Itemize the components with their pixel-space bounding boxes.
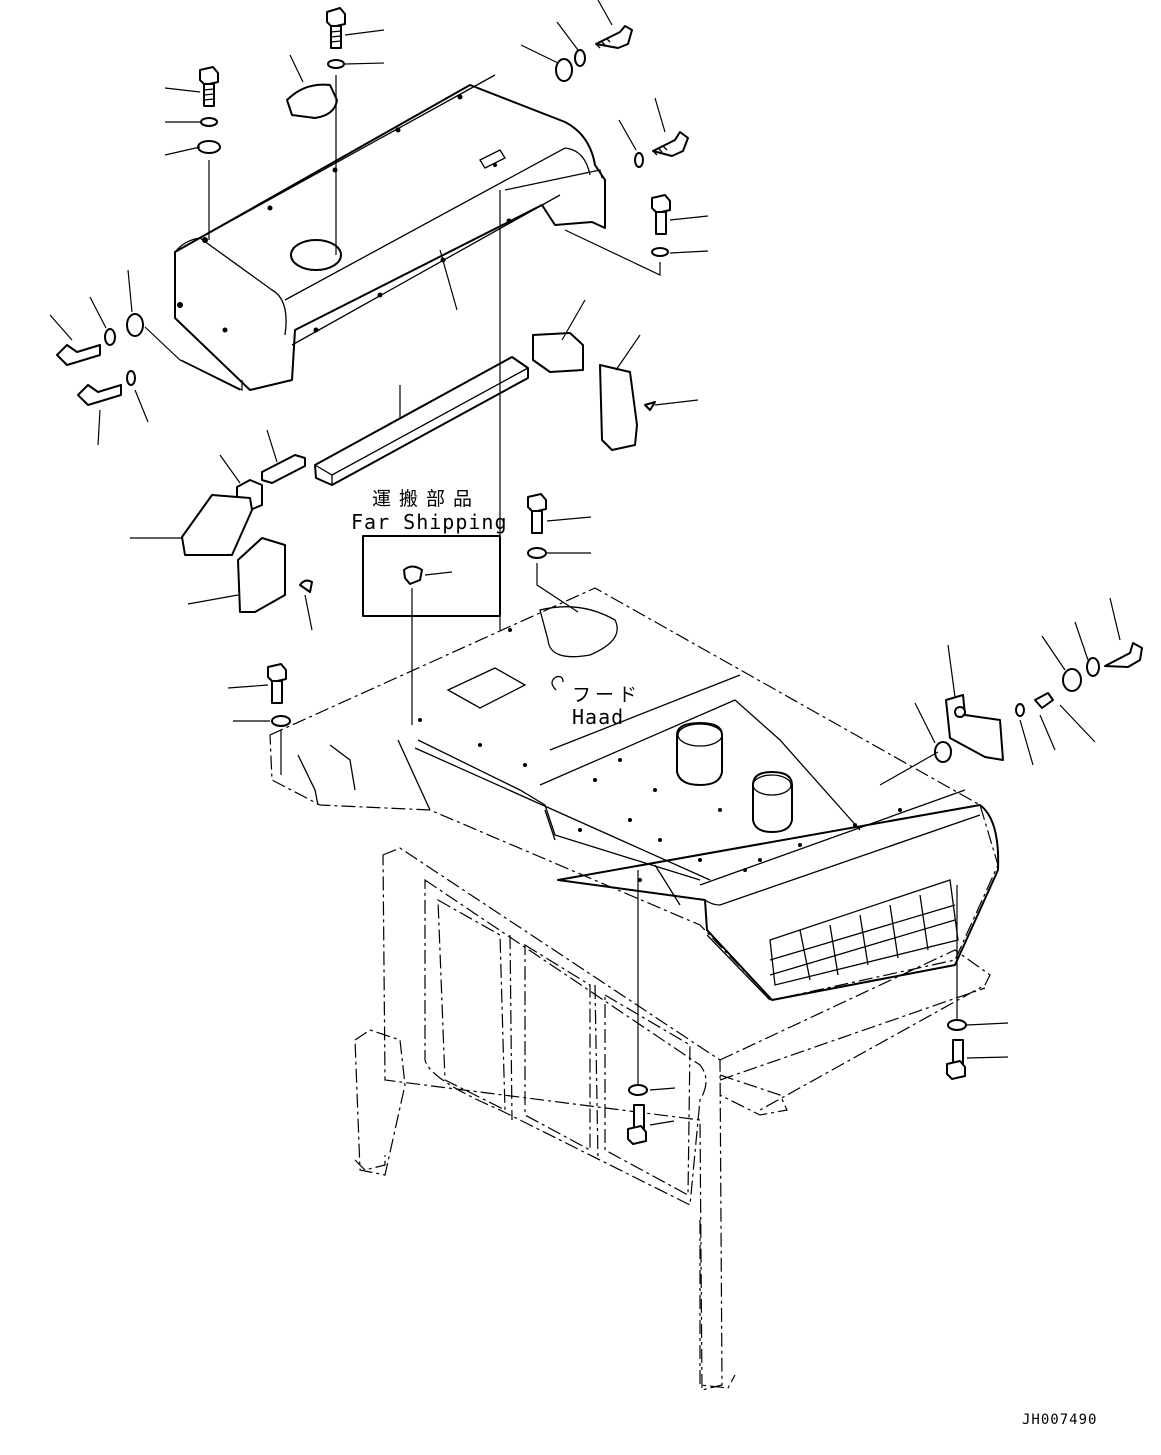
alignment-lines bbox=[144, 75, 958, 1085]
washer-hood-bracket bbox=[934, 741, 952, 763]
lower-frame bbox=[354, 847, 991, 1391]
washer-frame-center bbox=[628, 1084, 648, 1096]
bolt-top-left bbox=[199, 66, 219, 107]
bolt-shipping bbox=[527, 493, 547, 534]
seal-hood-right bbox=[1015, 703, 1025, 717]
bolt-frame-center bbox=[627, 1104, 647, 1145]
washer-hood-left bbox=[271, 715, 291, 727]
long-bar bbox=[314, 356, 529, 486]
hood-label-en: Haad bbox=[572, 705, 625, 729]
short-bar bbox=[261, 454, 306, 484]
washer-frame-right bbox=[947, 1019, 967, 1031]
washer-right-2 bbox=[651, 247, 669, 257]
wedge-block-left bbox=[181, 494, 253, 556]
clip-small-left bbox=[299, 579, 313, 593]
clip-small-right bbox=[644, 401, 656, 411]
bolt-top-center bbox=[326, 7, 346, 49]
wedge-block-right bbox=[599, 364, 638, 451]
shipping-parts-box bbox=[362, 535, 501, 617]
block-upper-right bbox=[532, 332, 584, 373]
washer-left-1a bbox=[104, 328, 116, 346]
washer-top-center bbox=[327, 59, 345, 69]
hood-label-jp: フード bbox=[572, 684, 642, 706]
wedge-block-lower bbox=[237, 537, 286, 613]
bolt-right-1 bbox=[652, 131, 689, 157]
cover-plate bbox=[286, 83, 338, 119]
upper-cover bbox=[174, 74, 606, 391]
washer-left-1b bbox=[126, 313, 144, 337]
washer-top-right-a bbox=[574, 49, 586, 67]
washer-hood-right-a bbox=[1086, 657, 1100, 677]
washer-left-2 bbox=[126, 370, 136, 386]
bolt-left-1 bbox=[56, 344, 101, 366]
shipping-label-jp: 運搬部品 bbox=[372, 488, 481, 510]
hood-bracket-right bbox=[945, 694, 1004, 761]
washer-top-left-2 bbox=[197, 140, 221, 154]
hood bbox=[269, 587, 1000, 1001]
bolt-frame-right bbox=[946, 1039, 966, 1080]
washer-top-right-b bbox=[555, 58, 573, 82]
spacer-hood-right bbox=[1034, 692, 1054, 709]
shipping-plug bbox=[403, 565, 423, 585]
bolt-hood-right bbox=[1104, 642, 1143, 668]
hook-symbol bbox=[551, 675, 564, 691]
bolt-left-2 bbox=[77, 384, 122, 406]
shipping-label-en: Far Shipping bbox=[351, 510, 508, 534]
washer-right-1 bbox=[634, 152, 644, 168]
bolt-top-right-1 bbox=[595, 25, 633, 49]
drawing-number: JH007490 bbox=[1022, 1412, 1098, 1428]
leader-lines bbox=[49, 0, 1121, 1126]
washer-shipping bbox=[527, 547, 547, 559]
bolt-right-2 bbox=[651, 194, 671, 235]
washer-hood-right-b bbox=[1062, 668, 1082, 692]
bolt-hood-left bbox=[267, 663, 287, 704]
washer-top-left-1 bbox=[200, 117, 218, 127]
